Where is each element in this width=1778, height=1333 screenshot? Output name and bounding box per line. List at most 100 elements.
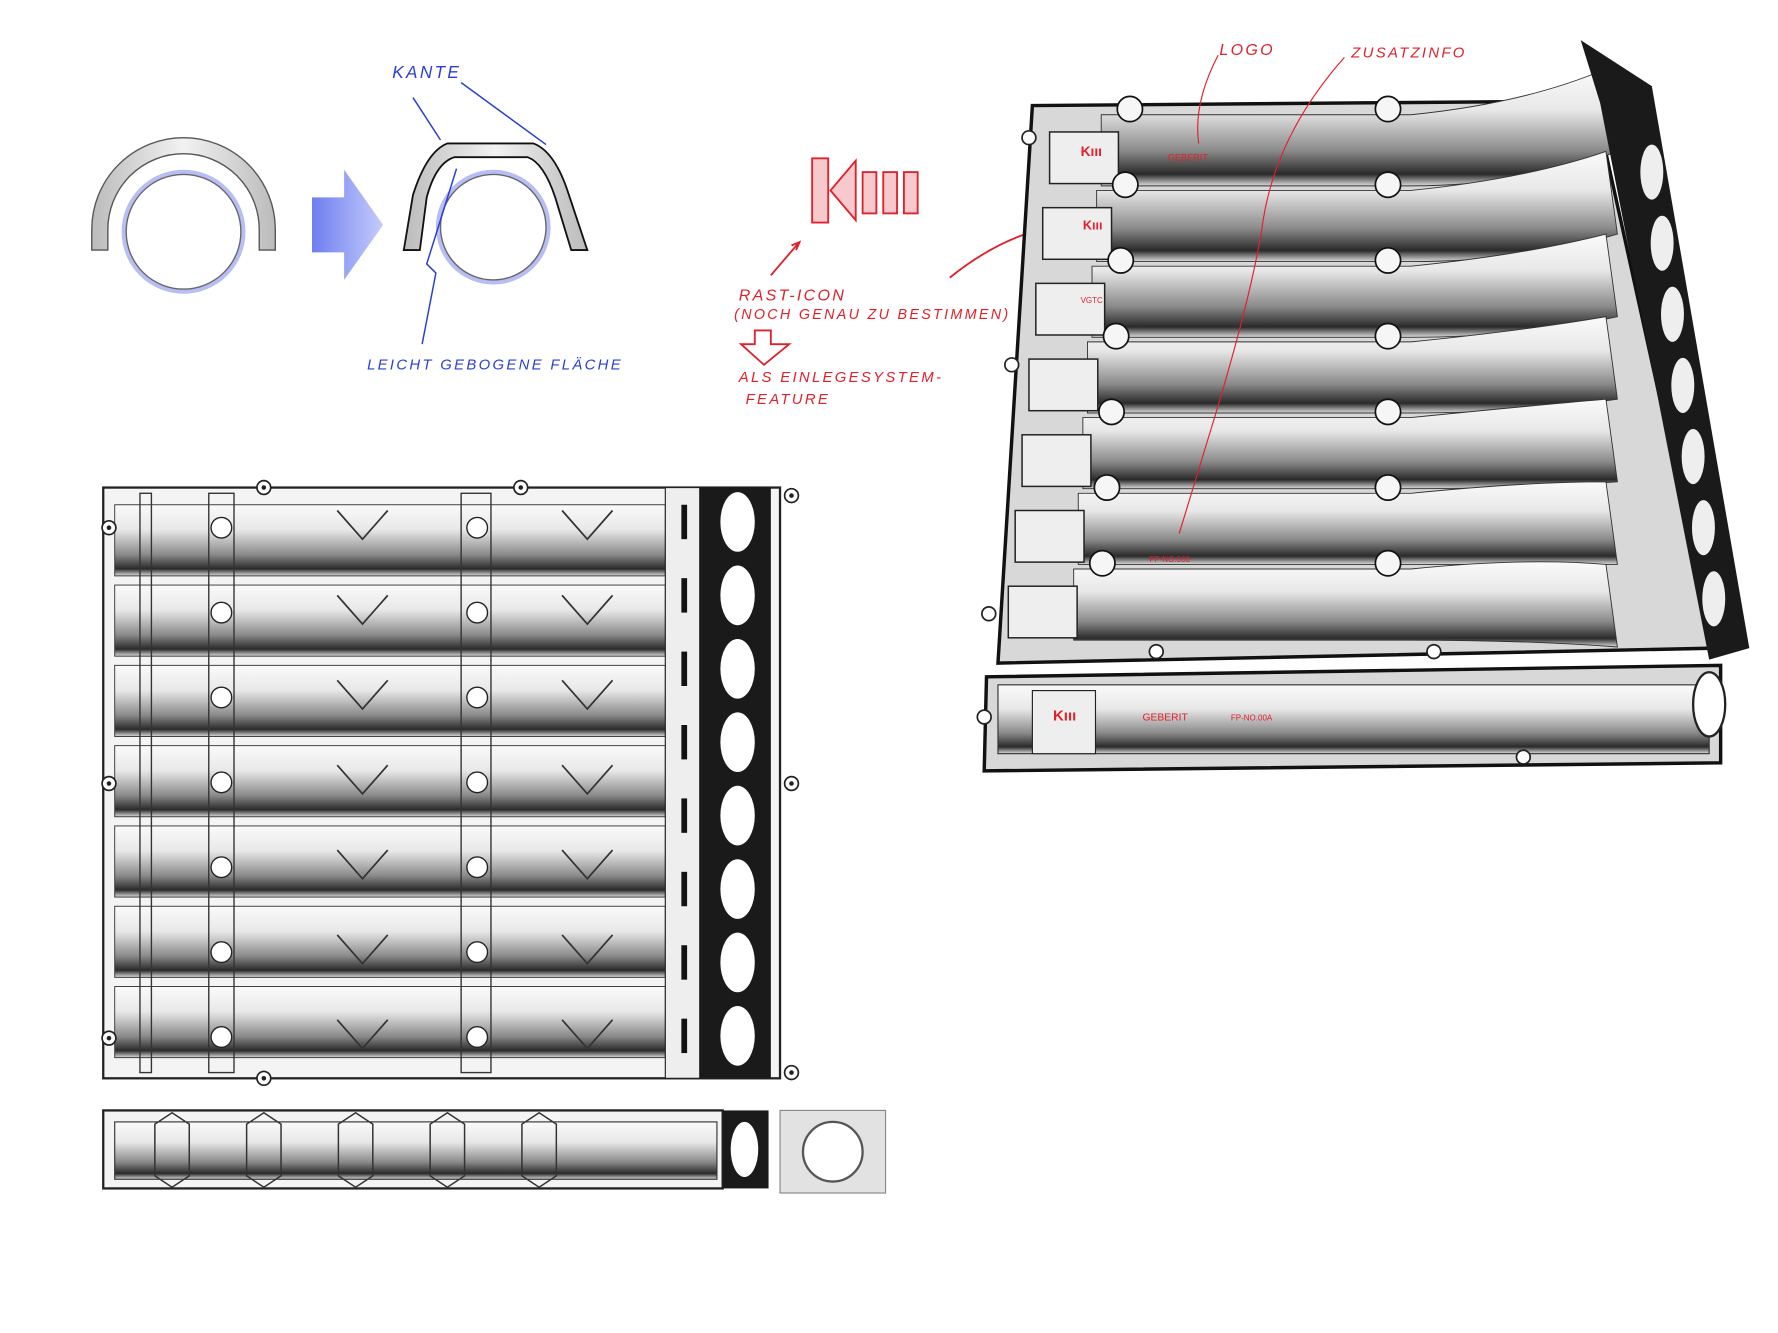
end-block	[1048, 131, 1120, 185]
tray-icon-mark: Kııı	[1083, 218, 1103, 232]
strip-rib	[429, 1111, 466, 1189]
port-hole	[1650, 215, 1674, 271]
boss	[210, 686, 233, 709]
tube	[1100, 68, 1618, 187]
tray-3d-view	[976, 40, 1750, 773]
tube	[114, 504, 666, 577]
port-hole	[1702, 571, 1726, 627]
code-mark: FP-NO.00A	[1231, 713, 1273, 722]
rib	[561, 509, 614, 541]
screw-dot	[106, 781, 112, 786]
boss	[1374, 171, 1402, 199]
port-hole	[1691, 500, 1715, 556]
rib	[336, 1019, 389, 1050]
screw-boss	[1003, 357, 1020, 373]
rib	[561, 764, 614, 796]
screw-dot	[106, 1035, 112, 1041]
rib	[336, 594, 389, 626]
screw-boss	[1426, 643, 1442, 660]
boss	[466, 601, 489, 624]
boss	[1374, 246, 1402, 274]
boss	[1088, 549, 1116, 577]
etc-mark: VGTC	[1081, 296, 1103, 305]
boss	[210, 601, 233, 624]
leader-lines	[1178, 54, 1345, 534]
slot	[681, 945, 688, 980]
boss	[466, 941, 489, 964]
end-block	[1021, 434, 1092, 488]
boss	[210, 771, 233, 794]
strip-tube	[997, 684, 1710, 755]
screw-dot	[789, 493, 794, 498]
frame-rail	[208, 492, 235, 1074]
port-hole	[1640, 144, 1664, 200]
slot	[681, 1018, 688, 1054]
port-hole	[1660, 286, 1684, 342]
screw-boss	[981, 605, 997, 622]
strip-port	[730, 1121, 759, 1177]
slot	[681, 651, 688, 687]
screw-dot	[261, 1076, 267, 1081]
rib	[561, 679, 614, 711]
profile-sketch-before	[91, 137, 276, 294]
slot	[681, 578, 688, 613]
screw-dot	[518, 485, 524, 490]
screw-dot	[261, 485, 267, 490]
port-hole	[720, 492, 755, 552]
side-wall	[664, 486, 701, 1079]
boss	[1374, 322, 1402, 350]
slot	[681, 871, 688, 907]
tube	[114, 584, 666, 657]
tube	[114, 745, 666, 818]
tray-markings: Kııı Kııı Kııı GEBERIT GEBERIT VGTC FP-N…	[1053, 144, 1273, 724]
screw-dot	[106, 525, 112, 530]
boss	[1374, 398, 1402, 426]
screw-dot	[789, 1070, 794, 1075]
rast-icon-label: RAST-ICON	[739, 287, 846, 305]
tube	[1077, 481, 1618, 565]
port-hole	[720, 785, 755, 846]
tube	[1082, 398, 1618, 490]
port-hole	[720, 932, 755, 993]
brand-mark: GEBERIT	[1168, 153, 1209, 163]
feature-label-line1: ALS EINLEGESYSTEM-	[738, 370, 944, 386]
profile-sketch-after	[402, 82, 589, 345]
strip-rib	[245, 1111, 282, 1189]
boss	[1116, 95, 1144, 123]
rib	[336, 679, 389, 711]
boss	[210, 856, 233, 879]
port-hole	[1671, 357, 1695, 413]
boss	[466, 516, 489, 539]
strip-port	[1691, 671, 1727, 738]
boss	[1102, 322, 1130, 350]
boss	[466, 856, 489, 879]
edge-label: KANTE	[392, 62, 461, 82]
code-mark: FP-NO.000	[1149, 555, 1190, 564]
tube	[114, 664, 666, 737]
strip-tube	[114, 1121, 718, 1180]
surface-label: LEICHT GEBOGENE FLÄCHE	[367, 356, 623, 373]
strip-block	[1031, 690, 1097, 755]
rast-icon-note: (NOCH GENAU ZU BESTIMMEN)	[734, 307, 1010, 323]
boss	[1374, 95, 1402, 123]
screw-boss	[1148, 643, 1165, 660]
boss	[1093, 474, 1121, 502]
strip-rib	[521, 1111, 558, 1189]
end-block	[1041, 206, 1113, 261]
screw-boss	[1515, 749, 1532, 765]
slot	[681, 504, 688, 540]
rib	[336, 764, 389, 796]
tube	[114, 905, 666, 978]
tray-icon-mark: Kııı	[1053, 708, 1076, 724]
port-hole	[720, 859, 755, 919]
frame-rail	[139, 492, 153, 1074]
port-hole	[720, 712, 755, 773]
boss	[466, 771, 489, 794]
rib	[336, 849, 389, 881]
boss	[466, 1026, 489, 1049]
screw-boss	[976, 709, 992, 725]
boss	[210, 516, 233, 539]
rib	[561, 594, 614, 626]
